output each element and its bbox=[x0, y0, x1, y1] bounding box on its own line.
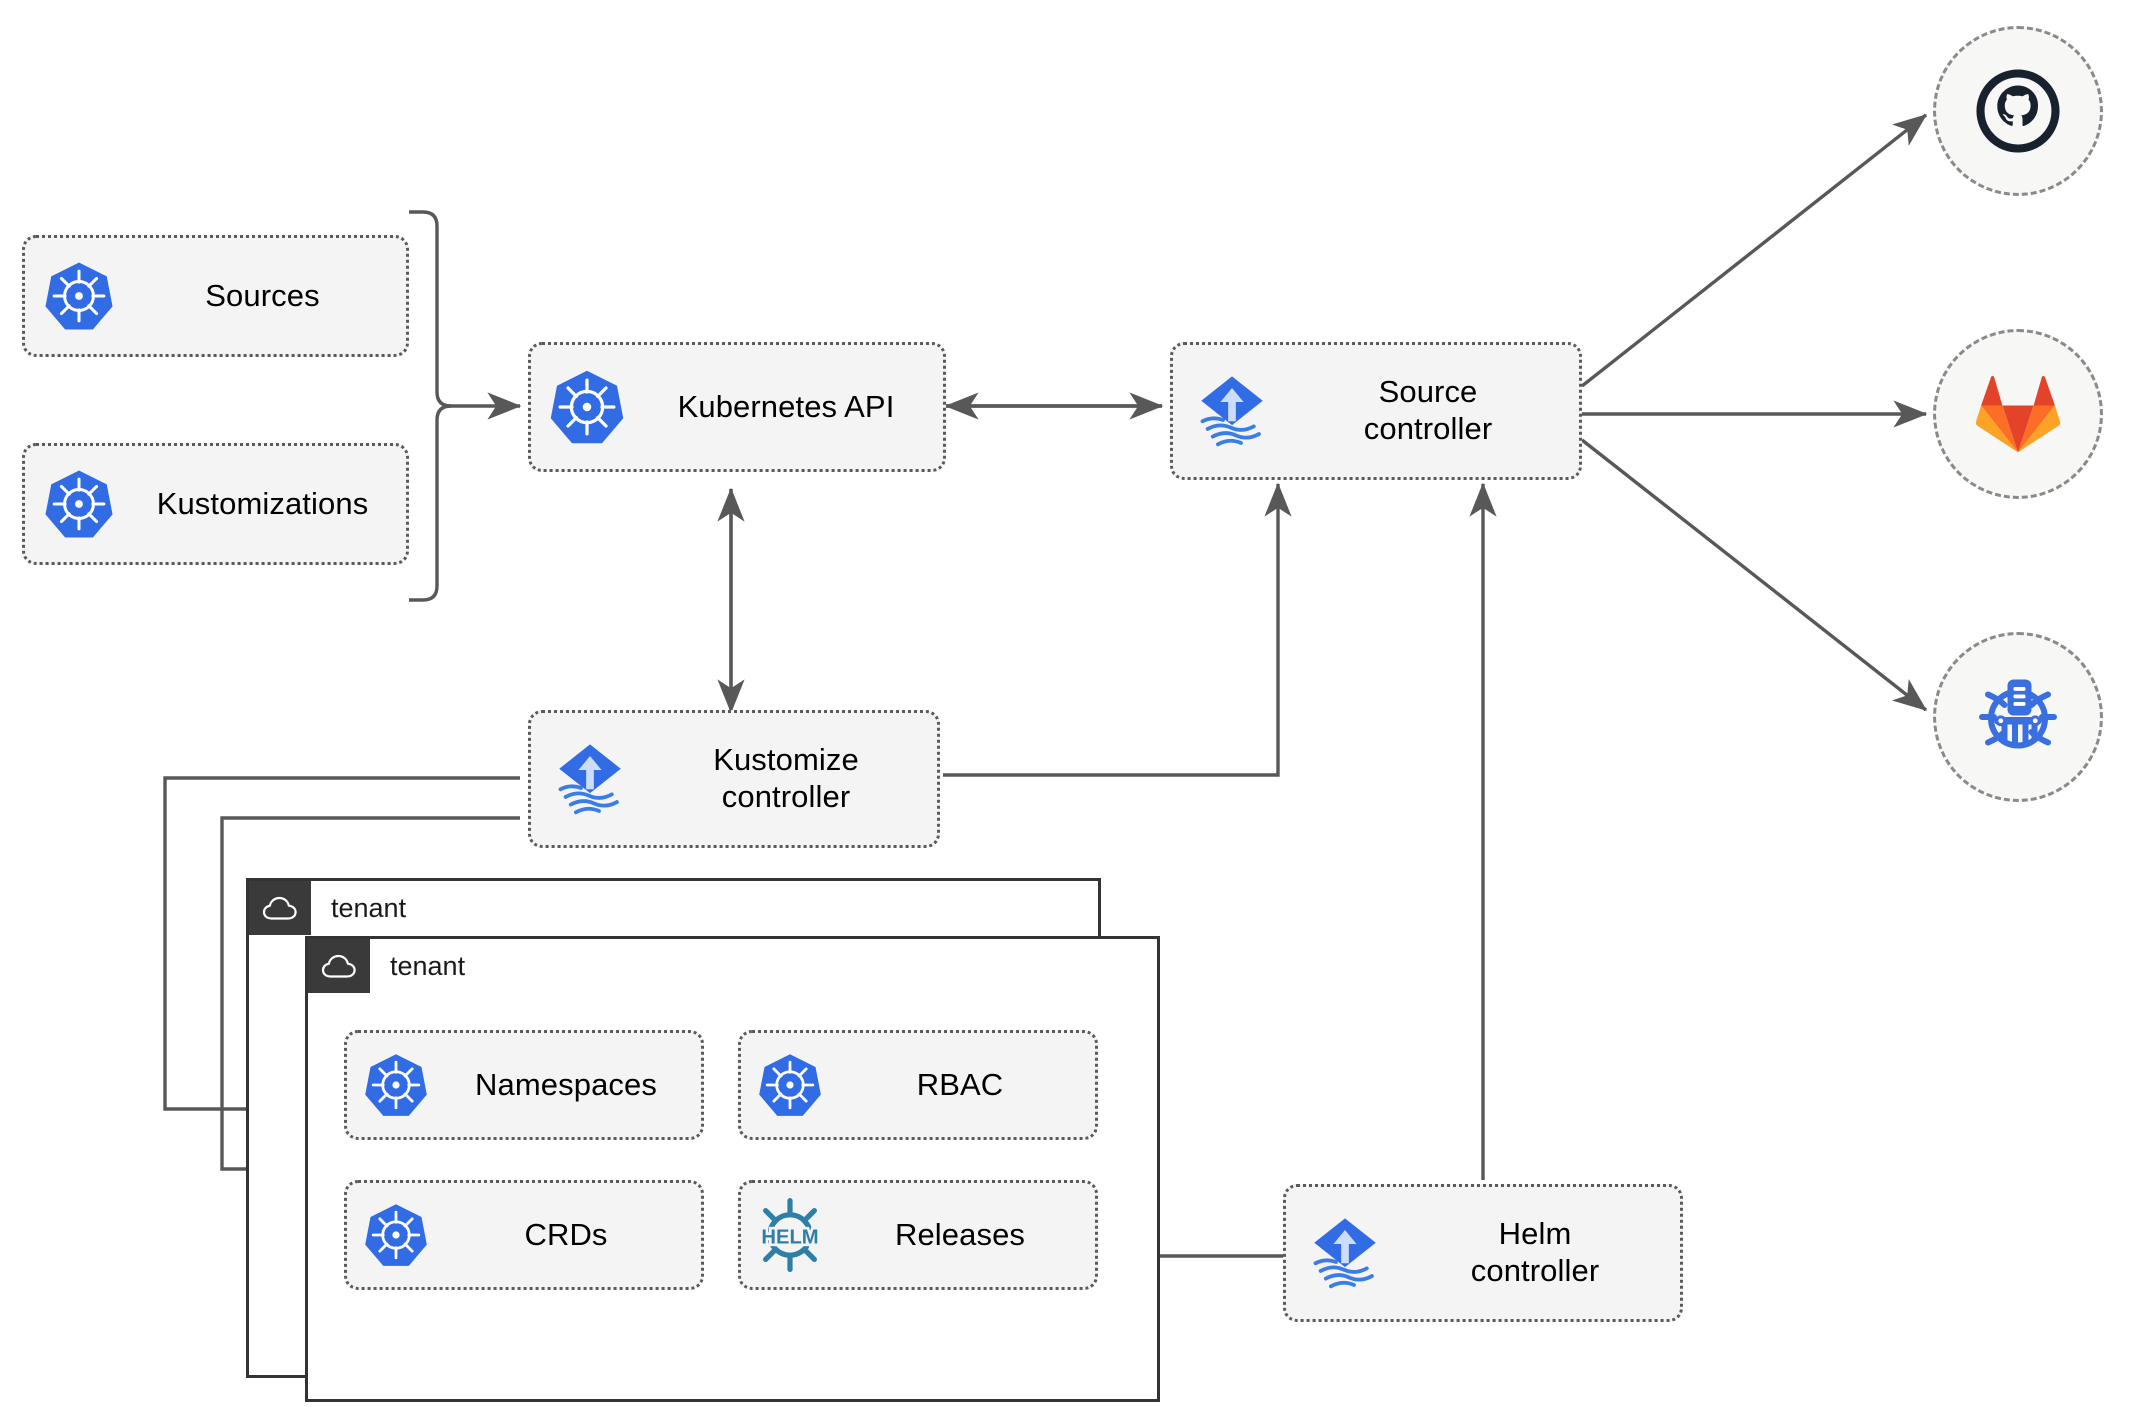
kubernetes-icon bbox=[25, 467, 133, 541]
node-label: RBAC bbox=[916, 1066, 1004, 1102]
kubernetes-icon bbox=[531, 367, 643, 447]
kubernetes-icon bbox=[347, 1051, 445, 1119]
node-kustomize-controller[interactable]: Kustomize controller bbox=[528, 710, 940, 848]
kubernetes-icon bbox=[25, 259, 133, 333]
node-label: Releases bbox=[894, 1216, 1026, 1252]
tenant-inner-label: tenant bbox=[390, 950, 466, 981]
tenant-outer-header: tenant bbox=[249, 881, 406, 935]
flux-icon bbox=[531, 738, 649, 820]
endpoint-github[interactable] bbox=[1933, 26, 2103, 196]
node-helm-controller[interactable]: Helm controller bbox=[1283, 1184, 1683, 1322]
gitlab-icon bbox=[1975, 376, 2061, 453]
node-label: Kustomize controller bbox=[713, 742, 859, 814]
cloud-icon bbox=[249, 881, 311, 935]
cloud-icon bbox=[308, 939, 370, 993]
node-crds[interactable]: CRDs bbox=[344, 1180, 704, 1290]
flux-icon bbox=[1286, 1212, 1404, 1294]
node-sources[interactable]: Sources bbox=[22, 235, 409, 357]
node-releases[interactable]: HELM Releases bbox=[738, 1180, 1098, 1290]
tenant-inner-header: tenant bbox=[308, 939, 465, 993]
node-label: Source controller bbox=[1363, 374, 1493, 446]
endpoint-bucket[interactable] bbox=[1933, 632, 2103, 802]
svg-text:HELM: HELM bbox=[761, 1226, 818, 1248]
node-kustomizations[interactable]: Kustomizations bbox=[22, 443, 409, 565]
bucket-icon bbox=[1979, 679, 2057, 749]
node-label: Helm controller bbox=[1470, 1216, 1600, 1288]
brace-upper bbox=[409, 210, 452, 408]
wire-source-to-github bbox=[1580, 113, 1928, 388]
brace-lower bbox=[409, 404, 452, 602]
node-kubernetes-api[interactable]: Kubernetes API bbox=[528, 342, 946, 472]
wire-kustomize-to-source bbox=[943, 482, 1292, 777]
tenant-frame-inner: tenant bbox=[305, 936, 1160, 1402]
endpoint-gitlab[interactable] bbox=[1933, 329, 2103, 499]
node-rbac[interactable]: RBAC bbox=[738, 1030, 1098, 1140]
node-label: Kubernetes API bbox=[677, 388, 895, 424]
helm-icon: HELM bbox=[741, 1197, 839, 1273]
node-namespaces[interactable]: Namespaces bbox=[344, 1030, 704, 1140]
node-label: CRDs bbox=[524, 1216, 608, 1252]
node-source-controller[interactable]: Source controller bbox=[1170, 342, 1582, 480]
node-label: Kustomizations bbox=[156, 485, 369, 521]
node-label: Namespaces bbox=[475, 1066, 657, 1102]
kubernetes-icon bbox=[741, 1051, 839, 1119]
kubernetes-icon bbox=[347, 1201, 445, 1269]
node-label: Sources bbox=[205, 277, 320, 313]
github-icon bbox=[1976, 69, 2060, 153]
wire-source-to-bucket bbox=[1580, 438, 1928, 712]
tenant-outer-label: tenant bbox=[331, 892, 407, 923]
flux-icon bbox=[1173, 370, 1291, 452]
